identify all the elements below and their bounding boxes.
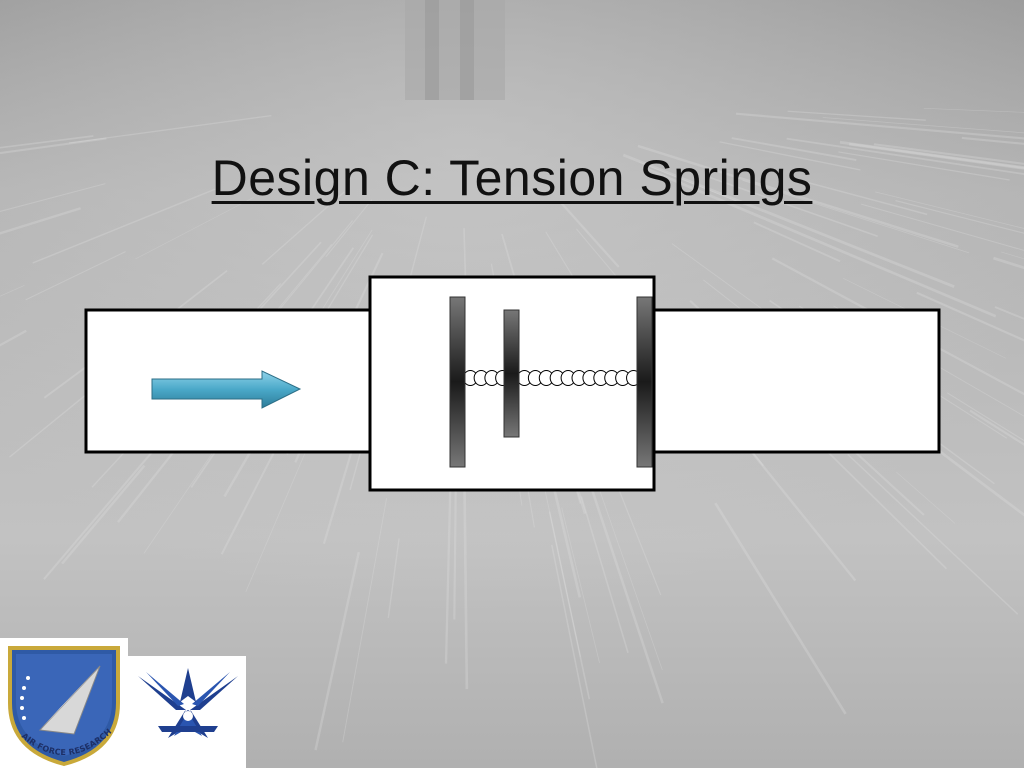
flow-arrow-icon (151, 370, 302, 409)
outer-tube-right (638, 308, 941, 454)
tension-spring (455, 370, 645, 386)
logos: AIR FORCE RESEARCH LABORATORY (0, 638, 246, 768)
afrl-shield-icon: AIR FORCE RESEARCH LABORATORY (0, 638, 120, 767)
slide-title: Design C: Tension Springs (211, 150, 813, 206)
usaf-wings-icon (138, 668, 238, 738)
moving-plate (503, 309, 520, 438)
left-plate (449, 296, 466, 468)
right-plate (636, 296, 653, 468)
